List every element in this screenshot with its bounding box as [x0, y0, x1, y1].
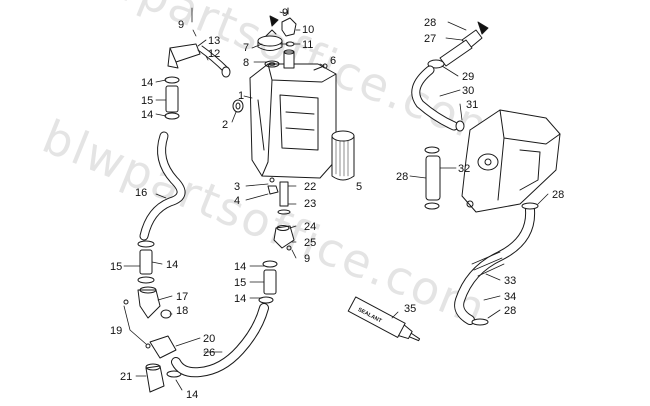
callout-10: 10	[302, 24, 314, 36]
callout-18: 18	[176, 305, 188, 317]
callout-3: 3	[234, 181, 240, 193]
callout-28-d: 28	[504, 305, 516, 317]
callout-28-b: 28	[396, 171, 408, 183]
callout-14-c: 14	[166, 259, 178, 271]
oil-pump	[461, 109, 561, 213]
callout-28-a: 28	[424, 17, 436, 29]
hose-26	[171, 303, 269, 378]
callout-16: 16	[135, 187, 147, 199]
leader-lines	[123, 7, 549, 391]
callout-24: 24	[304, 221, 316, 233]
callout-14-b: 14	[141, 109, 153, 121]
vent-hose-left	[139, 43, 231, 241]
callout-12: 12	[208, 48, 220, 60]
callout-14-f: 14	[186, 389, 198, 401]
hose-33	[454, 202, 539, 326]
callout-25: 25	[304, 237, 316, 249]
callout-20: 20	[203, 333, 215, 345]
callout-28-c: 28	[552, 189, 564, 201]
callout-29: 29	[462, 71, 474, 83]
callout-15-a: 15	[141, 95, 153, 107]
oil-strainer	[331, 130, 355, 181]
callout-34: 34	[504, 291, 516, 303]
callout-19: 19	[110, 325, 122, 337]
lower-left-hoses	[123, 240, 182, 393]
screw-6	[313, 63, 328, 71]
callout-14-a: 14	[141, 77, 153, 89]
grommet-31	[455, 120, 465, 132]
callout-22: 22	[304, 181, 316, 193]
callout-15-b: 15	[110, 261, 122, 273]
callout-31: 31	[466, 99, 478, 111]
oil-tank	[249, 49, 337, 179]
callout-1: 1	[238, 90, 244, 102]
callout-11: 11	[302, 39, 313, 51]
callout-6: 6	[330, 55, 336, 67]
callout-9-c: 9	[304, 253, 310, 265]
callout-5: 5	[356, 181, 362, 193]
callout-13: 13	[208, 35, 220, 47]
callout-14-d: 14	[234, 261, 246, 273]
callout-8: 8	[243, 57, 249, 69]
callout-30: 30	[462, 85, 474, 97]
callout-35: 35	[404, 303, 416, 315]
callout-7: 7	[243, 42, 249, 54]
filler-cap	[257, 29, 283, 51]
callout-23: 23	[304, 198, 316, 210]
drain-fittings	[267, 177, 295, 251]
callout-33: 33	[504, 275, 516, 287]
hose-32	[424, 146, 441, 210]
callout-27: 27	[424, 33, 436, 45]
callout-14-e: 14	[234, 293, 246, 305]
center-clamps	[258, 260, 278, 304]
callout-21: 21	[120, 371, 132, 383]
callout-15-c: 15	[234, 277, 246, 289]
callout-17: 17	[176, 291, 188, 303]
callout-32: 32	[458, 163, 470, 175]
callout-26: 26	[203, 347, 215, 359]
hose-30	[411, 65, 459, 131]
callout-9-b: 9	[282, 7, 288, 19]
elbow-fitting	[281, 7, 297, 37]
cap-gasket	[264, 60, 280, 68]
callout-9-a: 9	[178, 19, 184, 31]
callout-2: 2	[222, 119, 228, 131]
callout-4: 4	[234, 195, 240, 207]
grommet	[232, 99, 244, 113]
callouts: 9 10 7 11 8 6 13 12 9 14 15 14 1 2 16 3 …	[110, 7, 564, 401]
